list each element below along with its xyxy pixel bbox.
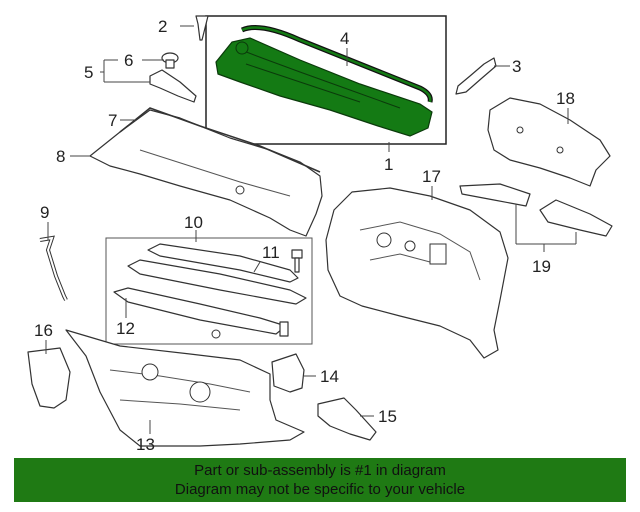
callout-16[interactable]: 16 (34, 321, 53, 340)
part-1-cowl-grille[interactable] (215, 37, 433, 137)
part-17-dash-panel[interactable] (325, 187, 509, 359)
fitment-notice-bar: Part or sub-assembly is #1 in diagram Di… (14, 458, 626, 502)
part-15-bracket[interactable] (317, 397, 377, 441)
callout-2[interactable]: 2 (158, 17, 167, 36)
part-11-strip[interactable] (127, 259, 307, 305)
part-10-group-box (105, 237, 313, 345)
part-7-seal[interactable] (119, 107, 321, 173)
callout-17[interactable]: 17 (422, 167, 441, 186)
fitment-notice-line1: Part or sub-assembly is #1 in diagram (194, 462, 446, 479)
callout-19[interactable]: 19 (532, 257, 551, 276)
callout-10[interactable]: 10 (184, 213, 203, 232)
part-6-clip[interactable] (161, 52, 179, 69)
callout-14[interactable]: 14 (320, 367, 339, 386)
part-5-bracket[interactable] (149, 69, 197, 103)
callout-3[interactable]: 3 (512, 57, 521, 76)
part-18-panel[interactable] (487, 97, 611, 187)
callout-4[interactable]: 4 (340, 29, 349, 48)
part-2-clip[interactable] (195, 15, 209, 41)
clip-small[interactable] (279, 321, 289, 337)
callout-12[interactable]: 12 (116, 319, 135, 338)
part-19-bracket-a[interactable] (459, 183, 531, 207)
callout-13[interactable]: 13 (136, 435, 155, 454)
part-16-panel[interactable] (27, 347, 71, 409)
callout-7[interactable]: 7 (108, 111, 117, 130)
bolt[interactable] (291, 249, 303, 273)
callout-18[interactable]: 18 (556, 89, 575, 108)
part-3-bracket[interactable] (455, 57, 497, 95)
part-19-bracket-b[interactable] (539, 199, 613, 237)
callout-5[interactable]: 5 (84, 63, 93, 82)
callout-8[interactable]: 8 (56, 147, 65, 166)
callout-1[interactable]: 1 (384, 155, 393, 174)
part-13-insulator[interactable] (65, 329, 305, 447)
part-14-bracket[interactable] (271, 353, 305, 393)
callout-9[interactable]: 9 (40, 203, 49, 222)
callout-11[interactable]: 11 (262, 243, 280, 262)
fitment-notice-line2: Diagram may not be specific to your vehi… (174, 481, 466, 498)
part-10-strip[interactable] (147, 243, 299, 283)
callout-6[interactable]: 6 (124, 51, 133, 70)
callout-15[interactable]: 15 (378, 407, 397, 426)
leader-lines (45, 25, 577, 434)
